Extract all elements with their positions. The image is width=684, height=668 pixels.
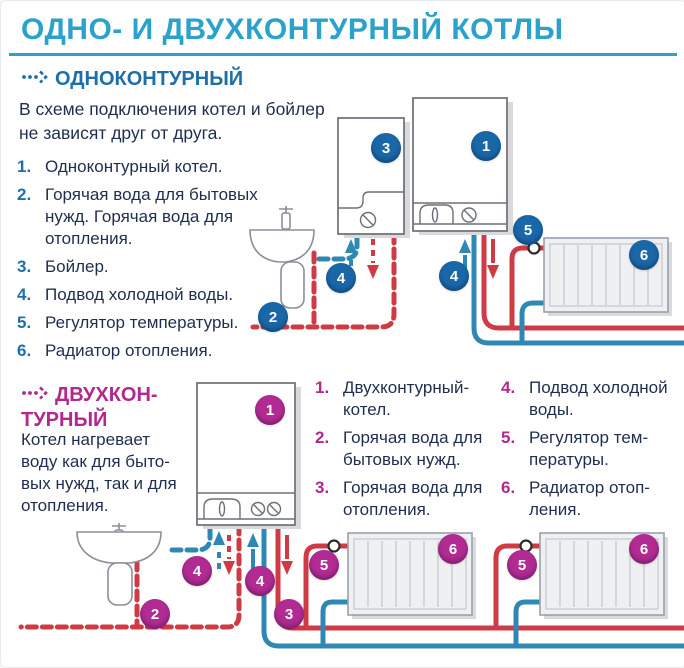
badge-regulator-number: 5 [309, 550, 339, 580]
badge-heating-water-number: 3 [274, 599, 304, 629]
badge-hot-water-number: 2 [258, 302, 288, 332]
thermostat-valve [327, 539, 341, 553]
list-item: 5.Регулятор тем- пературы. [501, 428, 649, 469]
single-circuit-pipes [250, 228, 684, 346]
section-one-description: В схеме подключения котел и бойлер не за… [19, 99, 325, 143]
list-item: 3.Бойлер. [17, 257, 109, 276]
badge-radiator-number: 6 [629, 240, 659, 270]
section-one-heading: ОДНОКОНТУРНЫЙ [21, 67, 321, 92]
list-item: 6.Радиатор отоп- ления. [501, 478, 650, 519]
badge-regulator-number: 5 [513, 215, 543, 245]
list-item: 4.Подвод холодной воды. [17, 285, 234, 304]
badge-kotel-number: 1 [255, 395, 285, 425]
badge-cold-inlet-number: 4 [326, 263, 356, 293]
badge-radiator-number: 6 [438, 534, 468, 564]
boiler-indirect [337, 117, 410, 238]
dotted-arrow-icon [21, 66, 49, 90]
section-two-heading: ДВУХКОН- ТУРНЫЙ [21, 383, 191, 432]
list-item: 5.Регулятор температуры. [17, 313, 239, 332]
boiler-double-circuit [196, 382, 301, 529]
flow-arrows-bottom [213, 531, 293, 575]
list-item: 2.Горячая вода для бытовых нужд. [315, 428, 483, 469]
section-two-description: Котел нагревает воду как для быто- вых н… [21, 430, 177, 515]
list-item: 4.Подвод холодной воды. [501, 378, 668, 419]
sink [76, 523, 162, 606]
dotted-arrow-icon [21, 382, 49, 406]
badge-cold-inlet-number: 4 [182, 556, 212, 586]
section-two-heading-label: ДВУХКОН- ТУРНЫЙ [21, 384, 158, 431]
badge-hot-water-number: 2 [140, 599, 170, 629]
list-item: 6.Радиатор отопления. [17, 341, 213, 360]
list-item: 2.Горячая вода для бытовых нужд. Горячая… [17, 185, 258, 248]
section-one-legend: 1.Одноконтурный котел. 2.Горячая вода дл… [13, 156, 323, 368]
badge-radiator-number: 6 [629, 534, 659, 564]
badge-kotel-number: 1 [471, 131, 501, 161]
section-two-legend-right: 4.Подвод холодной воды. 5.Регулятор тем-… [497, 377, 682, 527]
list-item: 3.Горячая вода для отопления. [315, 478, 483, 519]
badge-regulator-number: 5 [507, 550, 537, 580]
list-item: 1.Одноконтурный котел. [17, 157, 223, 176]
boiler-single-circuit [412, 97, 513, 235]
list-item: 1.Двухконтурный- котел. [315, 378, 470, 419]
page-title: ОДНО- И ДВУХКОНТУРНЫЙ КОТЛЫ [21, 13, 564, 46]
sink [249, 206, 315, 309]
badge-boiler-number: 3 [371, 133, 401, 163]
badge-cold-inlet-number: 4 [245, 566, 275, 596]
badge-cold-inlet-number: 4 [439, 261, 469, 291]
title-underline [9, 53, 677, 56]
section-two-legend-left: 1.Двухконтурный- котел. 2.Горячая вода д… [311, 377, 496, 527]
section-one-heading-label: ОДНОКОНТУРНЫЙ [55, 68, 244, 90]
